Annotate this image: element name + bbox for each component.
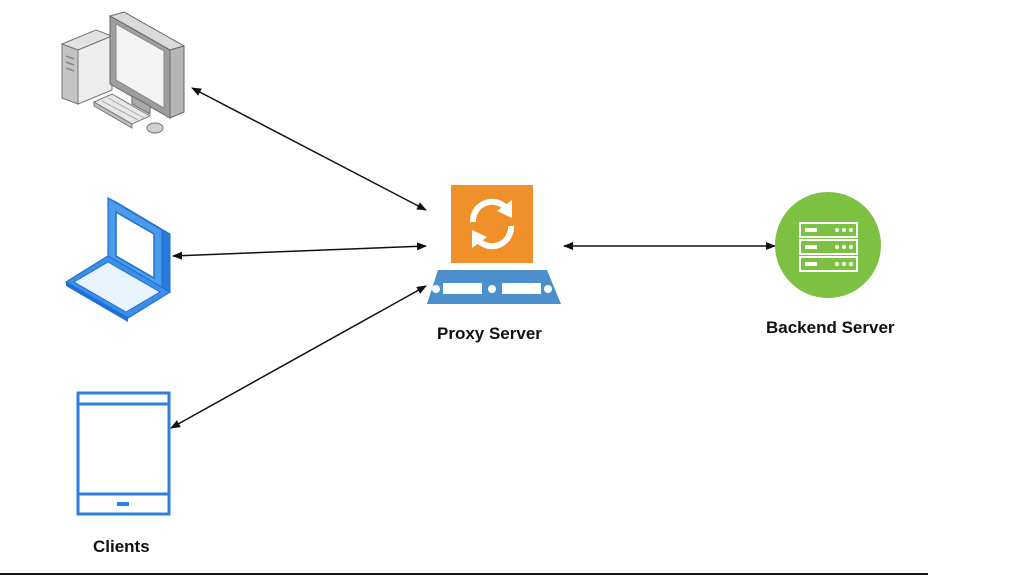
backend-server-icon <box>775 192 881 298</box>
edge-laptop-proxy <box>172 242 427 260</box>
desktop-computer-icon <box>60 11 186 134</box>
sync-arrows-icon <box>451 185 533 263</box>
backend-server-label: Backend Server <box>766 318 895 337</box>
tablet-icon <box>76 391 171 516</box>
server-rack-icon <box>799 222 858 272</box>
laptop-icon <box>64 196 172 322</box>
bottom-divider <box>0 573 928 575</box>
edge-desktop-proxy <box>191 87 427 211</box>
proxy-server-icon <box>427 185 561 304</box>
proxy-server-label: Proxy Server <box>437 324 542 343</box>
clients-label: Clients <box>93 537 150 556</box>
edge-tablet-proxy <box>170 285 427 429</box>
